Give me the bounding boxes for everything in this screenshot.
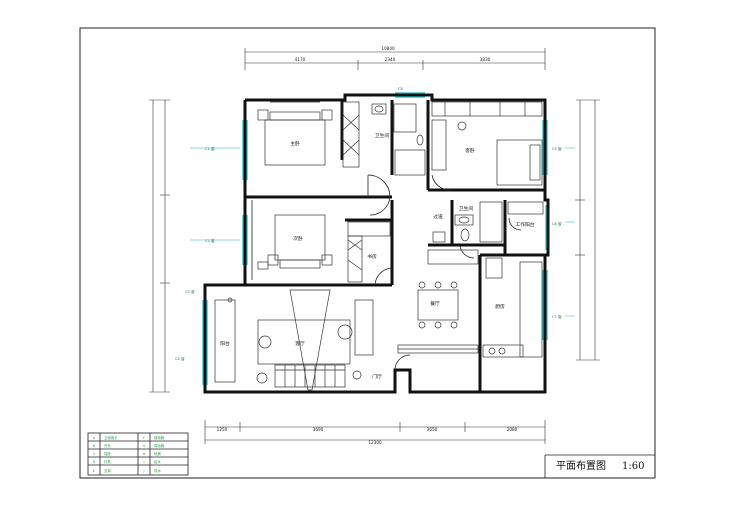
svg-text:排水: 排水 (154, 468, 161, 473)
dining-furniture (397, 249, 479, 354)
balcony-furniture (214, 297, 236, 383)
label-study: 书房 (367, 253, 377, 260)
label-kitchen: 厨房 (495, 303, 505, 310)
legend-table: A 立面索引 B 开关 C 插座 D 灯具 E 空调 F 强电箱 G 弱电箱 H… (87, 432, 189, 476)
svg-text:地漏: 地漏 (154, 451, 161, 456)
svg-text:空调: 空调 (104, 468, 111, 473)
label-bathroom-2: 卫生间 (459, 205, 474, 212)
svg-text:B: B (93, 444, 96, 448)
label-living-room: 客厅 (295, 340, 305, 347)
bottom-dimension-2: 3690 (313, 427, 324, 432)
bottom-dimension-4: 2080 (507, 427, 518, 432)
label-bathroom-1: 卫生间 (375, 132, 390, 139)
side-dimension-chains (149, 99, 600, 393)
room-labels: 主卧 卫生间 客卧 次卧 书房 阳台 客厅 餐厅 过道 卫生间 工作阳台 厨房 … (220, 132, 535, 380)
svg-text:灯具: 灯具 (104, 459, 111, 464)
label-balcony: 阳台 (220, 340, 230, 347)
svg-text:C6 窗: C6 窗 (552, 221, 562, 226)
svg-text:立面索引: 立面索引 (104, 435, 118, 440)
label-entry: 门厅 (372, 373, 382, 380)
bottom-dimension-1: 1250 (217, 427, 228, 432)
svg-text:C8: C8 (398, 87, 404, 91)
top-dimension-1: 4170 (295, 57, 306, 62)
second-bedroom-furniture (251, 200, 333, 280)
top-dimension-2: 2340 (385, 57, 396, 62)
doors (367, 174, 522, 371)
label-second-bedroom: 次卧 (293, 235, 303, 242)
label-hallway: 过道 (433, 213, 443, 220)
study-furniture (347, 221, 391, 283)
svg-text:I: I (144, 460, 145, 464)
svg-text:弱电箱: 弱电箱 (154, 443, 165, 448)
top-dimension-3: 3830 (480, 57, 491, 62)
windows (202, 92, 548, 385)
svg-text:C4 窗: C4 窗 (175, 356, 185, 361)
label-utility: 工作阳台 (515, 221, 534, 228)
living-room-furniture (256, 289, 374, 391)
svg-text:开关: 开关 (104, 443, 111, 448)
label-master-bedroom: 主卧 (290, 140, 300, 147)
bottom-dimension-3: 3650 (427, 427, 438, 432)
bottom-total-dimension: 12300 (368, 440, 382, 445)
svg-text:A: A (93, 436, 96, 440)
bottom-dimension-chain: 1250 3690 3650 2080 12300 (204, 420, 546, 445)
svg-text:C3 窗: C3 窗 (185, 289, 195, 294)
svg-text:J: J (143, 469, 145, 473)
svg-text:G: G (143, 444, 146, 448)
svg-text:C: C (93, 452, 96, 456)
svg-text:C5 窗: C5 窗 (552, 146, 562, 151)
drawing-frame (79, 27, 656, 479)
master-bedroom-furniture (257, 101, 360, 168)
svg-text:E: E (93, 469, 95, 473)
bathroom-1-fixtures (371, 103, 426, 176)
guest-bedroom-furniture (431, 101, 543, 186)
svg-text:F: F (143, 436, 145, 440)
window-tags: C1 窗 C2 窗 C3 窗 C4 窗 C5 窗 C6 窗 C7 窗 C8 (175, 87, 575, 361)
svg-text:强电箱: 强电箱 (154, 435, 165, 440)
interior-walls (245, 100, 545, 392)
label-dining: 餐厅 (430, 300, 440, 307)
kitchen-fixtures (482, 257, 543, 358)
svg-text:H: H (143, 452, 146, 456)
label-bedroom: 客卧 (465, 147, 475, 154)
svg-text:C2 窗: C2 窗 (205, 238, 215, 243)
drawing-title: 平面布置图 (556, 460, 606, 472)
top-dimension-chain: 10840 4170 2340 3830 (244, 46, 546, 70)
svg-text:C7 窗: C7 窗 (552, 314, 562, 319)
svg-text:给水: 给水 (154, 459, 161, 464)
top-total-dimension: 10840 (381, 46, 395, 51)
svg-text:C1 窗: C1 窗 (205, 146, 215, 151)
svg-text:插座: 插座 (104, 451, 111, 456)
bathroom-2-fixtures (432, 201, 544, 243)
drawing-scale: 1:60 (622, 461, 644, 472)
svg-text:D: D (93, 460, 96, 464)
